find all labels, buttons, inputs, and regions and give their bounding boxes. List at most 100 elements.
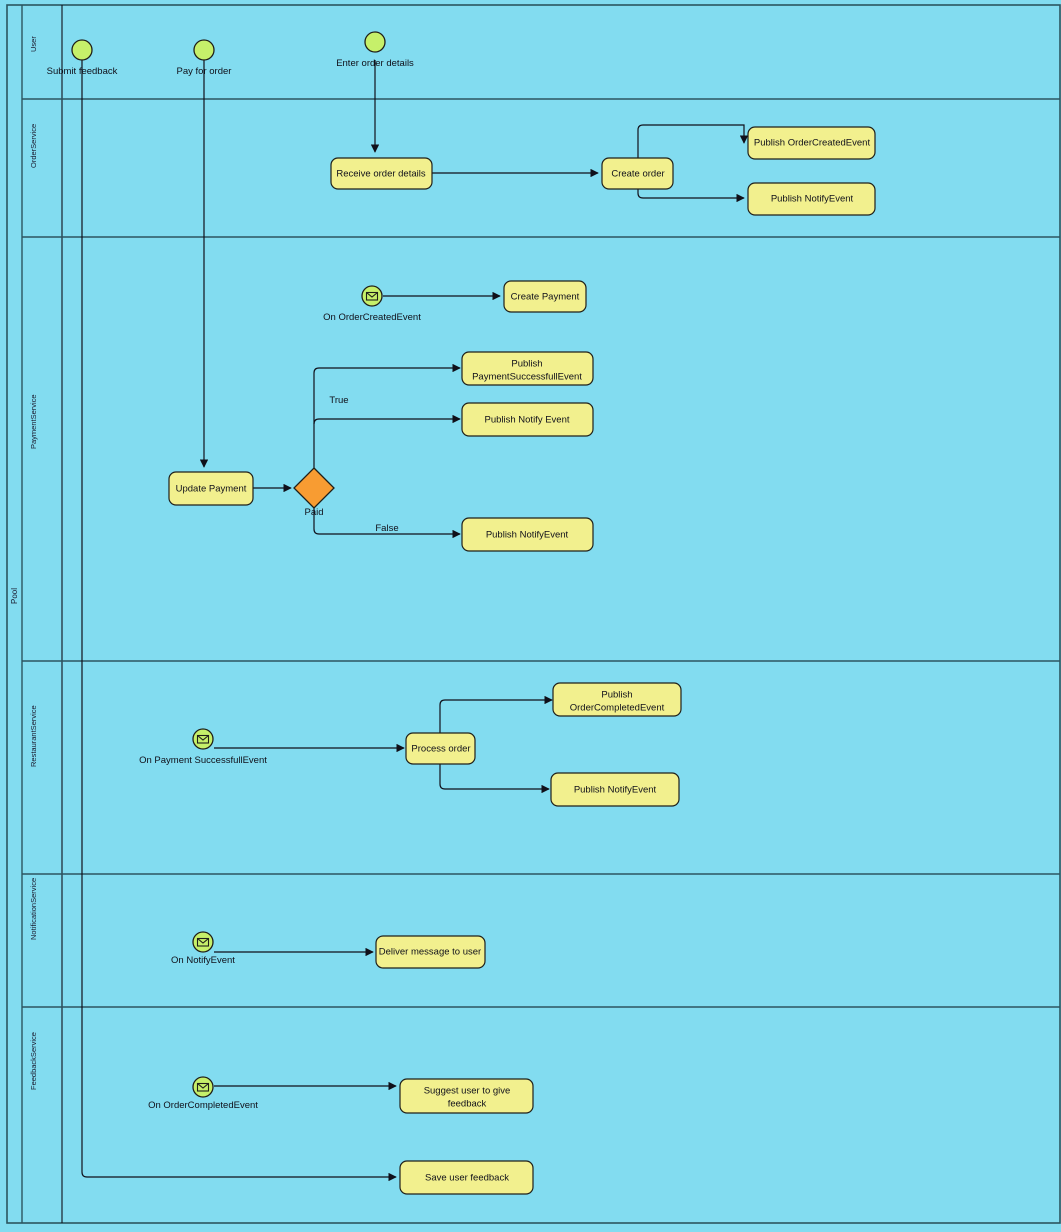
task-box[interactable] [330,157,433,190]
message-event-on-payment-successfull-event[interactable]: On Payment SuccessfullEvent [139,728,267,766]
task-label-publish-order-completed-event-line2: OrderCompletedEvent [570,703,665,714]
task-label-deliver-message-to-user: Deliver message to user [379,947,481,958]
task-label-save-user-feedback: Save user feedback [425,1173,509,1184]
task-box[interactable] [375,935,486,969]
envelope-icon [196,937,210,947]
task-box[interactable] [461,402,594,437]
pool: Pool [6,4,1061,1224]
lane-label-payment-service: PaymentService [29,394,38,449]
task-publish-order-completed-event[interactable]: Publish OrderCompletedEvent [552,682,682,717]
task-box[interactable] [747,182,876,216]
gateway-paid[interactable]: Paid [293,467,335,518]
lane-payment-service: PaymentService [22,394,1060,662]
start-event-circle-icon[interactable] [364,31,386,53]
task-label-publish-payment-successfull-event-line2: PaymentSuccessfullEvent [472,372,582,383]
flow-process-order-to-publish-order-completed-event [439,695,553,733]
task-label-publish-notify-event-payment-true: Publish Notify Event [484,415,569,426]
task-update-payment[interactable]: Update Payment [168,471,254,506]
task-create-order[interactable]: Create order [601,157,674,190]
exclusive-gateway-icon[interactable] [293,467,335,509]
start-event-circle-icon[interactable] [193,39,215,61]
task-label-process-order: Process order [411,744,470,755]
task-box[interactable] [461,351,594,386]
task-box[interactable] [399,1078,534,1114]
task-publish-order-created-event[interactable]: Publish OrderCreatedEvent [747,126,876,160]
message-event-on-order-completed-event[interactable]: On OrderCompletedEvent [148,1076,258,1111]
task-publish-notify-event-order[interactable]: Publish NotifyEvent [747,182,876,216]
flow-process-order-to-publish-notify-event-restaurant [439,764,550,794]
flow-paid-true-to-publish-payment-successfull-event [313,363,461,468]
task-box[interactable] [552,682,682,717]
lane-feedback-service: FeedbackService [29,1032,38,1090]
start-event-pay-for-order[interactable]: Pay for order [177,39,232,77]
task-publish-notify-event-payment-true[interactable]: Publish Notify Event [461,402,594,437]
task-box[interactable] [550,772,680,807]
task-label-publish-notify-event-payment-false: Publish NotifyEvent [486,530,569,541]
lane-label-order-service: OrderService [29,124,38,168]
task-save-user-feedback[interactable]: Save user feedback [399,1160,534,1195]
task-label-create-order: Create order [611,169,664,180]
message-event-circle-icon[interactable] [192,728,214,750]
pool-label: Pool [10,588,19,604]
lane-restaurant-service: RestaurantService [22,705,1060,875]
task-label-publish-order-created-event: Publish OrderCreatedEvent [754,138,871,149]
start-event-circle-icon[interactable] [71,39,93,61]
envelope-icon [365,291,379,301]
envelope-icon [196,734,210,744]
task-box[interactable] [168,471,254,506]
lane-notification-service: NotificationService [22,878,1060,1008]
task-label-update-payment: Update Payment [176,484,247,495]
task-label-publish-payment-successfull-event-line1: Publish [511,359,542,370]
lane-order-service: OrderService [22,124,1060,238]
envelope-flap-icon [197,735,209,741]
task-deliver-message-to-user[interactable]: Deliver message to user [375,935,486,969]
envelope-flap-icon [366,292,378,298]
message-event-circle-icon[interactable] [192,1076,214,1098]
task-label-publish-notify-event-order: Publish NotifyEvent [771,194,854,205]
message-event-on-notify-event[interactable]: On NotifyEvent [171,931,235,966]
task-label-create-payment: Create Payment [511,292,580,303]
start-event-submit-feedback[interactable]: Submit feedback [47,39,118,77]
task-suggest-user-to-give-feedback[interactable]: Suggest user to give feedback [399,1078,534,1114]
flow-paid-false-to-publish-notify-event [313,508,461,539]
message-event-label-on-notify-event: On NotifyEvent [171,955,235,966]
lane-label-feedback-service: FeedbackService [29,1032,38,1090]
message-event-on-order-created-event[interactable]: On OrderCreatedEvent [323,285,421,323]
message-event-label-on-order-created-event: On OrderCreatedEvent [323,312,421,323]
task-publish-payment-successfull-event[interactable]: Publish PaymentSuccessfullEvent [461,351,594,386]
lane-label-restaurant-service: RestaurantService [29,705,38,767]
message-event-circle-icon[interactable] [192,931,214,953]
task-box[interactable] [405,732,476,765]
task-label-suggest-user-to-give-feedback-line2: feedback [448,1099,487,1110]
pool-boundary [6,4,1061,1224]
message-event-label-on-payment-successfull-event: On Payment SuccessfullEvent [139,755,267,766]
flow-paid-true-to-publish-notify-event [313,414,461,425]
task-label-suggest-user-to-give-feedback-line1: Suggest user to give [424,1086,511,1097]
start-event-label-pay-for-order: Pay for order [177,66,232,77]
flow-create-order-to-publish-notify-event [637,188,745,203]
start-event-enter-order-details[interactable]: Enter order details [336,31,414,69]
lane-label-notification-service: NotificationService [29,878,38,940]
flow-create-order-to-publish-order-created-event [637,124,749,158]
message-event-label-on-order-completed-event: On OrderCompletedEvent [148,1100,258,1111]
sequence-flows [81,60,749,1182]
task-label-receive-order-details: Receive order details [336,169,425,180]
flow-submit-feedback-to-save-user-feedback [81,60,397,1182]
gateway-label-paid: Paid [304,507,323,518]
task-box[interactable] [503,280,587,313]
task-publish-notify-event-restaurant[interactable]: Publish NotifyEvent [550,772,680,807]
task-box[interactable] [747,126,876,160]
task-publish-notify-event-payment-false[interactable]: Publish NotifyEvent [461,517,594,552]
task-create-payment[interactable]: Create Payment [503,280,587,313]
task-box[interactable] [399,1160,534,1195]
task-process-order[interactable]: Process order [405,732,476,765]
message-event-circle-icon[interactable] [361,285,383,307]
task-label-publish-order-completed-event-line1: Publish [601,690,632,701]
task-box[interactable] [601,157,674,190]
envelope-flap-icon [197,938,209,944]
task-box[interactable] [461,517,594,552]
task-label-publish-notify-event-restaurant: Publish NotifyEvent [574,785,657,796]
task-receive-order-details[interactable]: Receive order details [330,157,433,190]
